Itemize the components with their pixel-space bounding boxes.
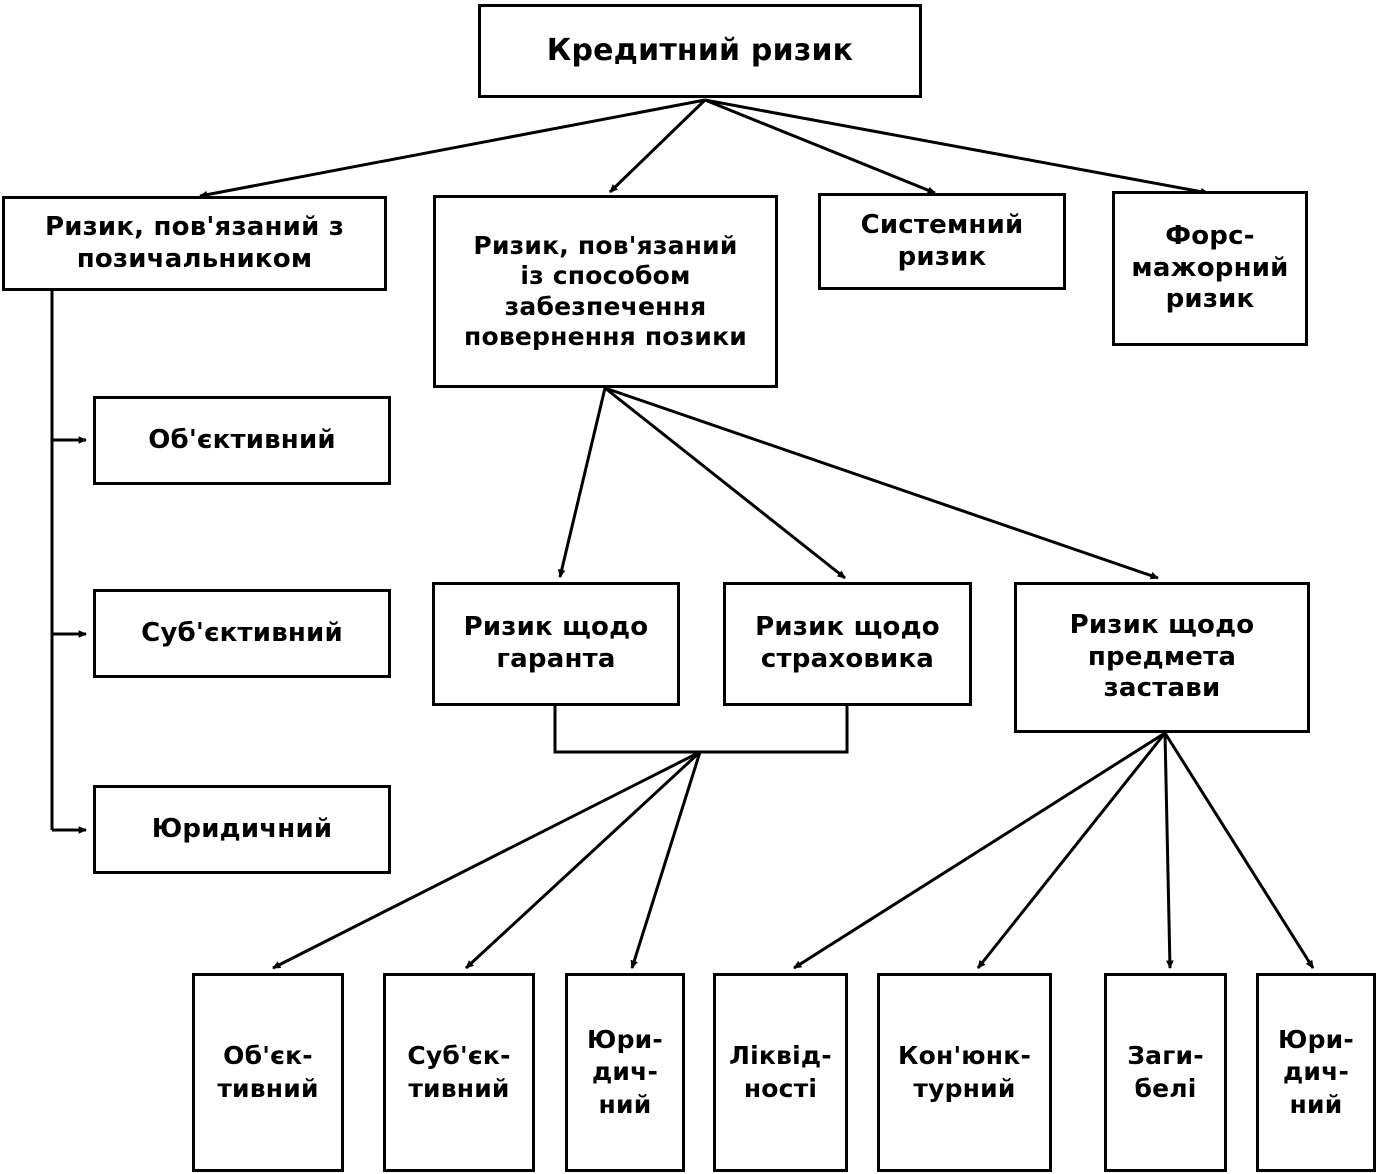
node-leaf-conjuncture[interactable]: Кон'юнк- турний xyxy=(877,973,1052,1172)
node-borrower-risk[interactable]: Ризик, пов'язаний з позичальником xyxy=(2,196,387,291)
node-borrower-legal[interactable]: Юридичний xyxy=(93,785,391,874)
node-pledge-risk[interactable]: Ризик щодо предмета застави xyxy=(1014,582,1310,733)
root-fan-edges xyxy=(199,98,1209,199)
borrower-branch-trunk xyxy=(50,291,87,834)
node-insurer-risk[interactable]: Ризик щодо страховика xyxy=(723,582,972,706)
node-force-majeure-risk[interactable]: Форс- мажорний ризик xyxy=(1112,191,1308,346)
guarantor-insurer-fan-edges xyxy=(272,750,702,970)
method-fan-edges xyxy=(558,386,1159,580)
node-leaf-subjective[interactable]: Суб'єк- тивний xyxy=(383,973,535,1172)
node-guarantor-risk[interactable]: Ризик щодо гаранта xyxy=(432,582,680,706)
node-leaf-destruction[interactable]: Заги- белі xyxy=(1104,973,1227,1172)
guarantor-insurer-merge-bracket xyxy=(553,706,849,754)
pledge-fan-edges xyxy=(793,731,1315,970)
node-leaf-legal-guarantor[interactable]: Юри- дич- ний xyxy=(565,973,685,1172)
node-leaf-legal-pledge[interactable]: Юри- дич- ний xyxy=(1256,973,1376,1172)
node-systemic-risk[interactable]: Системний ризик xyxy=(818,193,1066,290)
node-borrower-objective[interactable]: Об'єктивний xyxy=(93,396,391,485)
node-root-credit-risk[interactable]: Кредитний ризик xyxy=(478,4,922,98)
node-borrower-subjective[interactable]: Суб'єктивний xyxy=(93,589,391,678)
node-leaf-objective[interactable]: Об'єк- тивний xyxy=(192,973,344,1172)
node-collateral-method-risk[interactable]: Ризик, пов'язаний із способом забезпечен… xyxy=(433,195,778,388)
node-leaf-liquidity[interactable]: Ліквід- ності xyxy=(713,973,848,1172)
